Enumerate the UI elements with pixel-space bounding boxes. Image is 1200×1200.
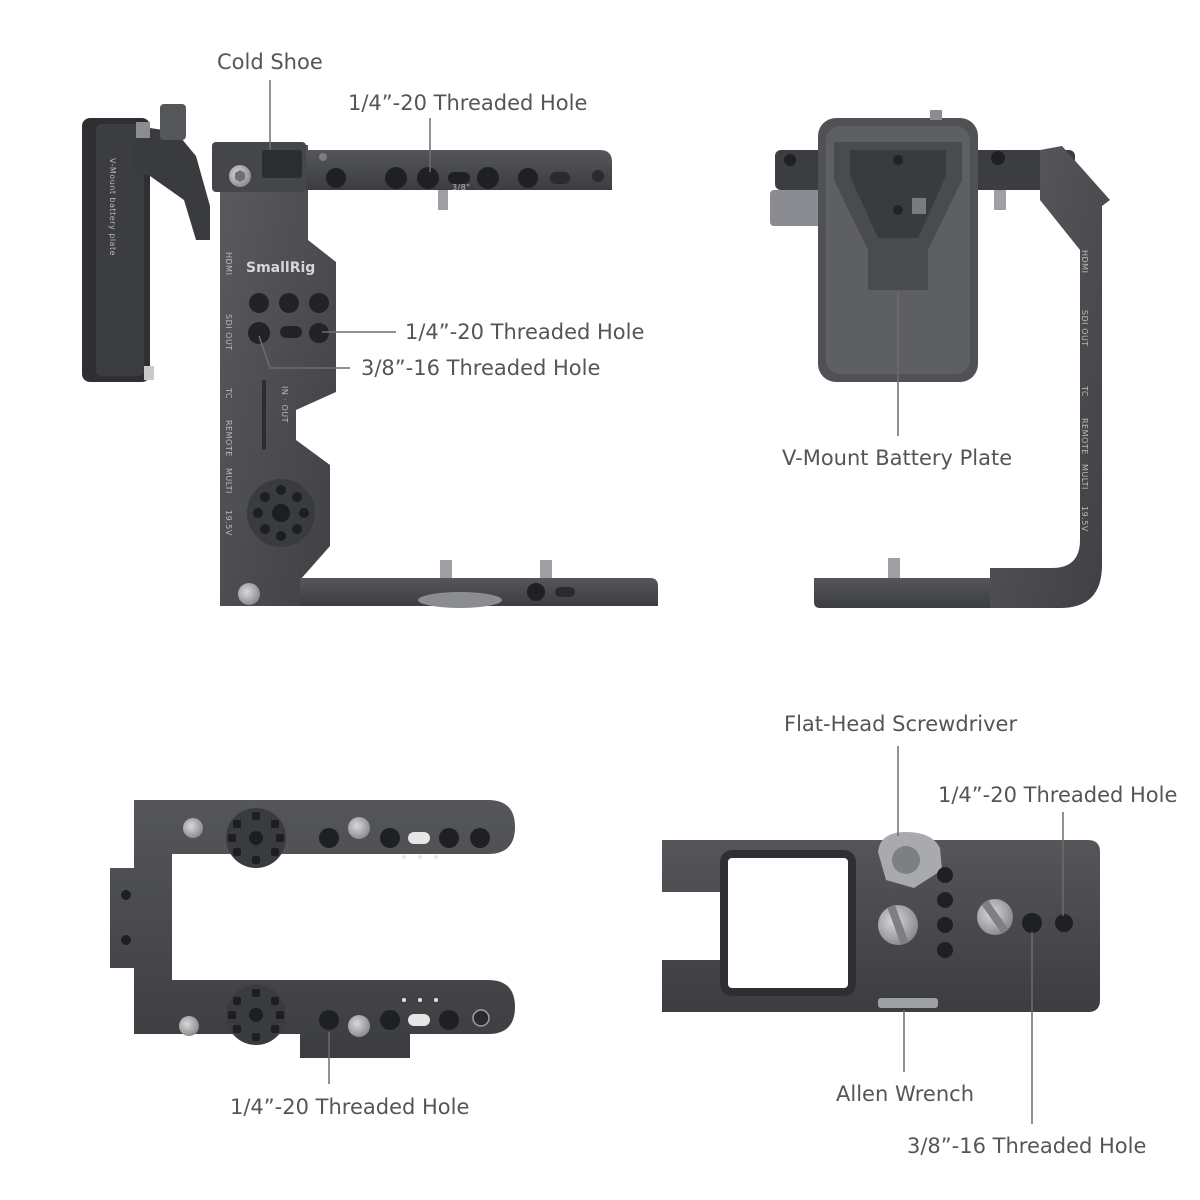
vmount-plate-back bbox=[818, 110, 978, 382]
top-arm-holes bbox=[326, 167, 604, 189]
top-plate-view bbox=[110, 800, 515, 1058]
svg-text:19.5V: 19.5V bbox=[224, 510, 233, 536]
bottom-screw bbox=[238, 583, 260, 605]
cage-back-view: HDMI SDI OUT TC REMOTE MULTI 19.5V bbox=[770, 110, 1110, 608]
face-holes bbox=[248, 293, 329, 344]
label-threaded-38-bottom: 3/8”-16 Threaded Hole bbox=[907, 1134, 1146, 1158]
vmount-plate-side: V-Mount battery plate bbox=[82, 118, 154, 382]
cage-side-frame bbox=[220, 145, 336, 606]
label-screwdriver: Flat-Head Screwdriver bbox=[784, 712, 1017, 736]
label-threaded-mid: 1/4”-20 Threaded Hole bbox=[405, 320, 644, 344]
plate-rosette-top bbox=[226, 808, 286, 868]
label-vmount: V-Mount Battery Plate bbox=[782, 446, 1012, 470]
port-labels-right: HDMI SDI OUT TC REMOTE MULTI 19.5V bbox=[1080, 250, 1089, 532]
in-out-engraving: IN · OUT bbox=[280, 386, 289, 423]
top-plate-body bbox=[110, 800, 515, 1058]
back-bottom-plate bbox=[814, 578, 990, 608]
rosette bbox=[247, 479, 315, 547]
label-threaded-38-mid: 3/8”-16 Threaded Hole bbox=[361, 356, 600, 380]
svg-text:HDMI: HDMI bbox=[224, 252, 233, 275]
plate-engraving: V-Mount battery plate bbox=[108, 158, 117, 256]
label-cold-shoe: Cold Shoe bbox=[217, 50, 323, 74]
svg-text:TC: TC bbox=[224, 387, 233, 399]
brand-logo: SmallRig bbox=[246, 260, 315, 276]
screwdriver-coin bbox=[878, 832, 942, 888]
hole-size-engraving: 3/8" bbox=[452, 183, 471, 192]
cage-side-view: V-Mount battery plate 3/8" bbox=[82, 104, 658, 608]
label-threaded-bottom: 1/4”-20 Threaded Hole bbox=[230, 1095, 469, 1119]
svg-text:REMOTE: REMOTE bbox=[1080, 418, 1089, 455]
base-plate-view bbox=[662, 832, 1100, 1012]
label-threaded-top: 1/4”-20 Threaded Hole bbox=[348, 91, 587, 115]
label-threaded-right: 1/4”-20 Threaded Hole bbox=[938, 783, 1177, 807]
svg-text:SDI OUT: SDI OUT bbox=[1080, 310, 1089, 347]
clamp-lever bbox=[132, 104, 210, 240]
svg-text:MULTI: MULTI bbox=[224, 468, 233, 494]
bottom-arm bbox=[300, 578, 658, 606]
port-labels-left: HDMI SDI OUT TC REMOTE MULTI 19.5V bbox=[224, 252, 233, 536]
svg-text:19.5V: 19.5V bbox=[1080, 506, 1089, 532]
callout-labels: Cold Shoe 1/4”-20 Threaded Hole 1/4”-20 … bbox=[217, 50, 1177, 1158]
plate-rosette-bottom bbox=[226, 985, 286, 1045]
back-arm bbox=[990, 146, 1110, 608]
label-allen: Allen Wrench bbox=[836, 1082, 974, 1106]
leader-lines bbox=[258, 80, 1064, 1124]
svg-text:TC: TC bbox=[1080, 385, 1089, 397]
svg-text:HDMI: HDMI bbox=[1080, 250, 1089, 273]
svg-text:REMOTE: REMOTE bbox=[224, 420, 233, 457]
svg-text:SDI OUT: SDI OUT bbox=[224, 314, 233, 351]
svg-text:MULTI: MULTI bbox=[1080, 464, 1089, 490]
